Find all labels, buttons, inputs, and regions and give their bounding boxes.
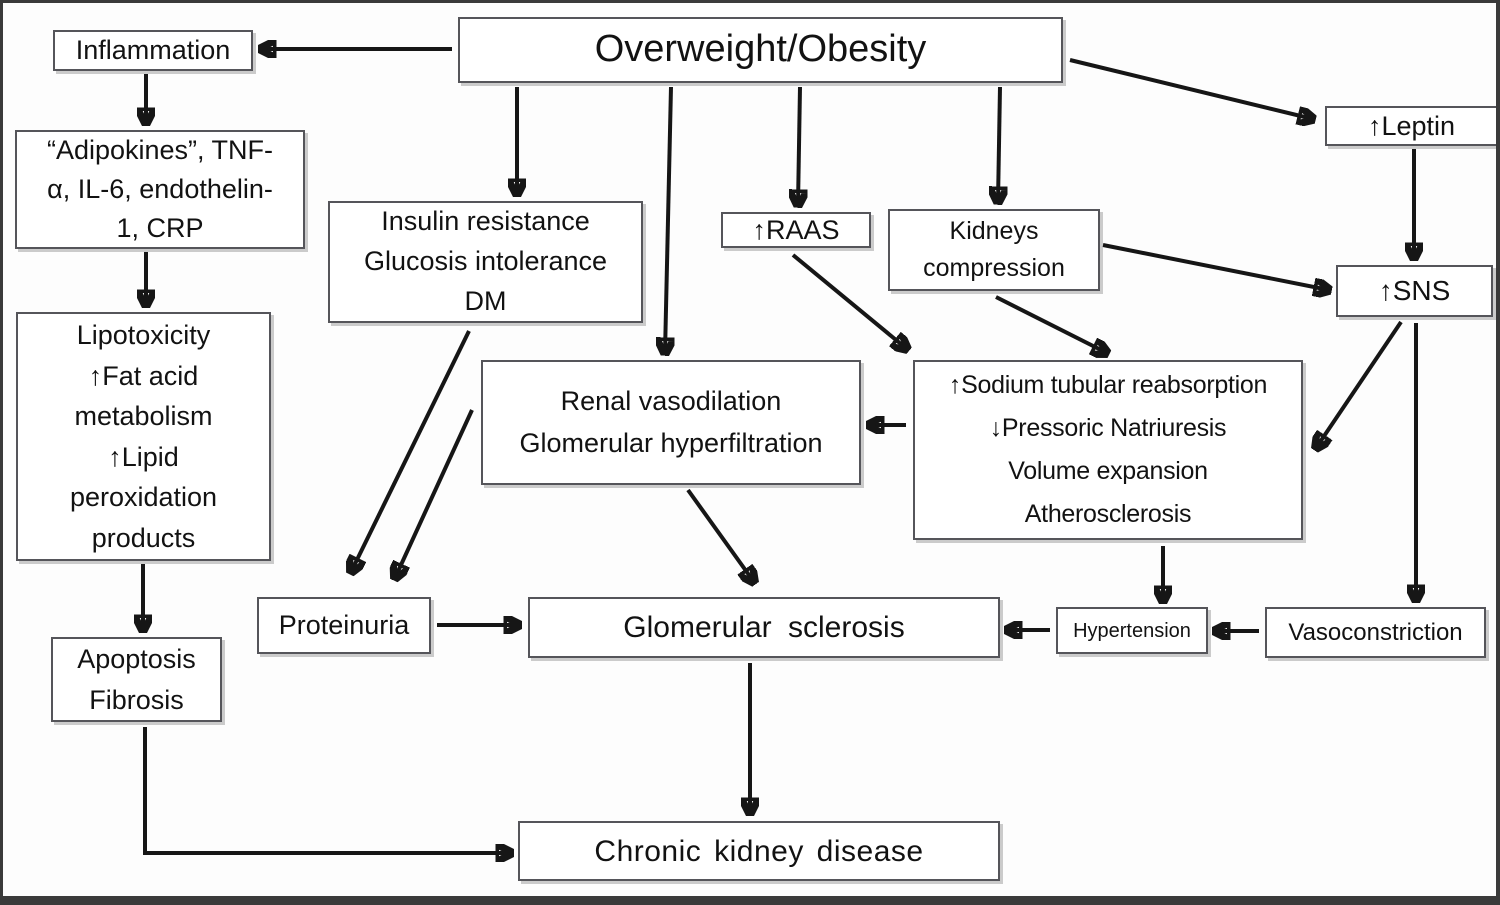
node-raas: ↑RAAS [721,212,871,248]
arrow-kidneys-compression-to-sns [1102,243,1329,290]
node-kidneys-compression: Kidneys compression [888,209,1100,291]
node-overweight-obesity: Overweight/Obesity [458,17,1063,83]
node-insulin-resistance: Insulin resistance Glucosis intolerance … [328,201,643,323]
node-hypertension: Hypertension [1056,607,1208,654]
arrows-layer [3,3,1500,905]
arrow-overweight-obesity-to-leptin [1069,58,1313,119]
arrow-overweight-obesity-to-kidneys-compression [998,86,1000,202]
arrow-overweight-obesity-to-raas [798,86,800,205]
arrow-apoptosis-fibrosis-to-chronic-kidney-disease [143,727,511,853]
node-adipokines: “Adipokines”, TNF- α, IL-6, endothelin- … [15,130,305,249]
arrow-kidneys-compression-to-sodium-reabsorption [995,295,1107,353]
arrow-sns-to-sodium-reabsorption [1316,320,1403,448]
arrow-raas-to-sodium-reabsorption [791,253,907,349]
node-sodium-reabsorption: ↑Sodium tubular reabsorption ↓Pressoric … [913,360,1303,540]
node-glomerular-sclerosis: Glomerular sclerosis [528,597,1000,658]
node-sns: ↑SNS [1336,265,1493,317]
node-vasoconstriction: Vasoconstriction [1265,607,1486,658]
node-inflammation: Inflammation [53,30,253,71]
arrow-insulin-resistance-to-proteinuria [351,330,471,572]
node-lipotoxicity: Lipotoxicity ↑Fat acid metabolism ↑Lipid… [16,312,271,561]
node-apoptosis-fibrosis: Apoptosis Fibrosis [51,637,222,722]
node-chronic-kidney-disease: Chronic kidney disease [518,821,1000,881]
node-renal-vasodilation: Renal vasodilation Glomerular hyperfiltr… [481,360,861,485]
arrow-renal-vasodilation-to-glomerular-sclerosis [686,488,754,582]
node-proteinuria: Proteinuria [257,597,431,654]
node-leptin: ↑Leptin [1325,106,1496,146]
arrow-overweight-obesity-to-renal-vasodilation [665,86,671,353]
arrow-renal-vasodilation-to-proteinuria [395,409,474,578]
